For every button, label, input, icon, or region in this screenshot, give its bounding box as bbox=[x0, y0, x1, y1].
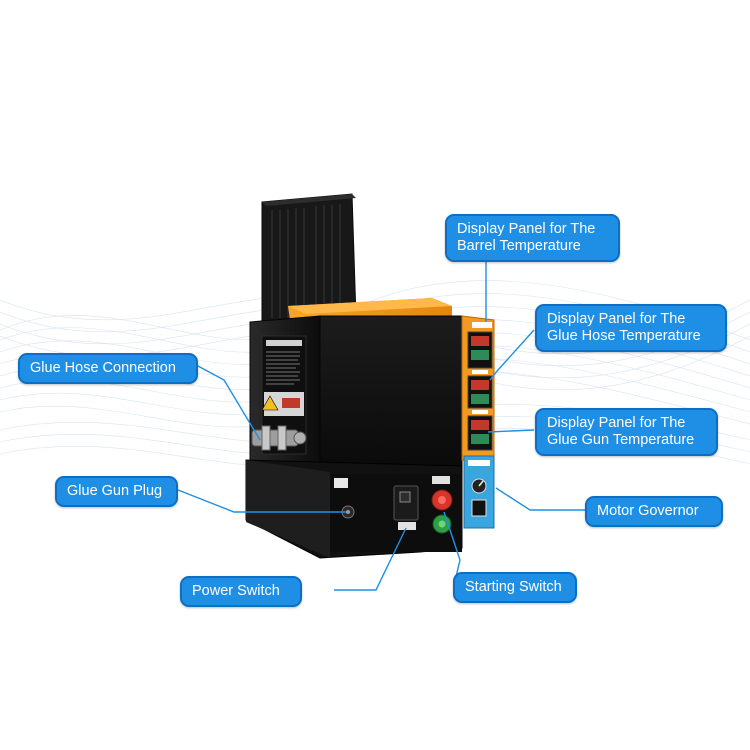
barrel-temperature-display bbox=[467, 331, 493, 369]
callout-power-switch-label: Power Switch bbox=[192, 583, 280, 599]
cabinet-front-face bbox=[319, 315, 463, 471]
callout-gun-line2: Glue Gun Temperature bbox=[547, 432, 695, 448]
callout-glue-gun-plug-label: Glue Gun Plug bbox=[67, 483, 163, 499]
leader-glue-gun-plug bbox=[177, 489, 346, 513]
callout-barrel-line1: Display Panel for The bbox=[457, 221, 596, 237]
callout-power-switch: Power Switch bbox=[180, 576, 302, 607]
callout-glue-hose-connection: Glue Hose Connection bbox=[18, 353, 198, 384]
callout-starting-switch-label: Starting Switch bbox=[465, 579, 562, 595]
motor-governor-panel bbox=[463, 455, 495, 529]
leader-power-switch bbox=[334, 527, 407, 591]
callout-glue-gun-plug: Glue Gun Plug bbox=[55, 476, 178, 507]
callout-hose-line1: Display Panel for The bbox=[547, 311, 686, 327]
callout-motor-governor: Motor Governor bbox=[585, 496, 723, 527]
callout-hose-line2: Glue Hose Temperature bbox=[547, 328, 701, 344]
leader-glue-hose-connection bbox=[197, 365, 261, 441]
leader-gun-temperature bbox=[487, 429, 535, 433]
leader-motor-governor bbox=[495, 487, 585, 511]
power-switch-panel bbox=[393, 485, 419, 530]
gun-temperature-display bbox=[467, 415, 493, 451]
callout-hose-temperature-display: Display Panel for The Glue Hose Temperat… bbox=[535, 304, 727, 352]
temperature-panel-column bbox=[461, 315, 495, 461]
leader-lines bbox=[177, 258, 585, 591]
callout-glue-hose-connection-label: Glue Hose Connection bbox=[30, 360, 176, 376]
callout-gun-line1: Display Panel for The bbox=[547, 415, 686, 431]
cabinet-base bbox=[245, 459, 463, 559]
callout-gun-temperature-display: Display Panel for The Glue Gun Temperatu… bbox=[535, 408, 718, 456]
hose-connection-fitting bbox=[251, 425, 307, 451]
callout-barrel-line2: Barrel Temperature bbox=[457, 238, 581, 254]
leader-hose-temperature bbox=[489, 329, 535, 381]
hose-temperature-display bbox=[467, 375, 493, 409]
callout-starting-switch: Starting Switch bbox=[453, 572, 577, 603]
callout-motor-governor-label: Motor Governor bbox=[597, 503, 699, 519]
orange-lid bbox=[288, 298, 452, 320]
callout-barrel-temperature-display: Display Panel for The Barrel Temperature bbox=[445, 214, 620, 262]
rear-hopper-housing bbox=[261, 193, 357, 323]
